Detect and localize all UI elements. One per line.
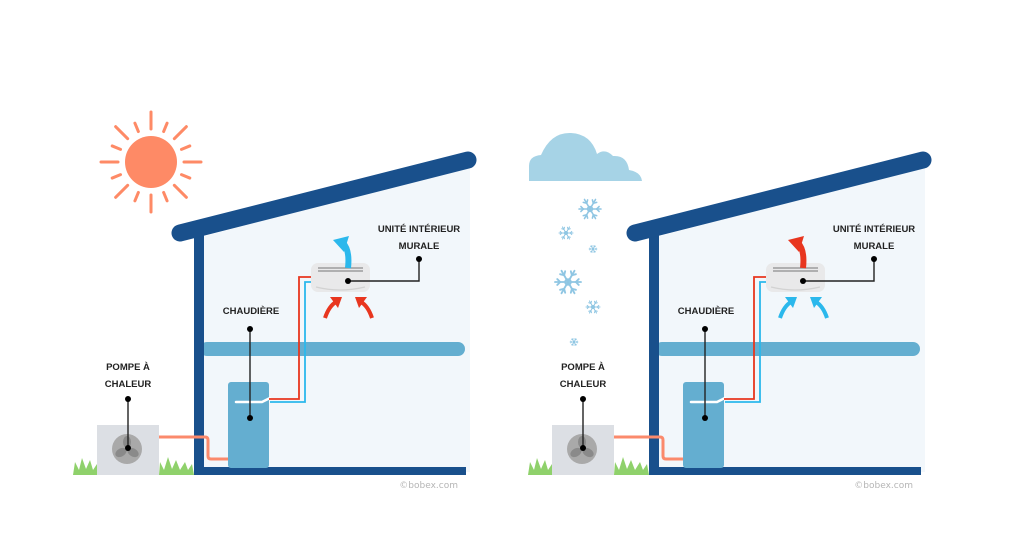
label-indoor-unit-line2: MURALE bbox=[854, 241, 895, 252]
house-roof bbox=[626, 151, 932, 242]
output-airflow-arrow-icon bbox=[788, 236, 807, 269]
indoor-wall-unit bbox=[311, 263, 370, 292]
label-boiler: CHAUDIÈRE bbox=[678, 306, 734, 317]
label-heat-pump-line1: POMPE À bbox=[106, 362, 150, 373]
grass bbox=[528, 457, 649, 475]
leader-dot bbox=[702, 326, 708, 332]
house-floor bbox=[649, 467, 921, 475]
panel-winter: UNITÉ INTÉRIEUR MURALE CHAUDIÈRE POMPE À CHA… bbox=[528, 132, 932, 491]
snowflake-icon bbox=[578, 198, 602, 220]
leader-dot bbox=[247, 326, 253, 332]
credit-text: ©bobex.com bbox=[399, 481, 458, 491]
pipe-red bbox=[269, 276, 312, 400]
floor-beam bbox=[655, 342, 920, 356]
intake-airflow-arrow-icon bbox=[323, 297, 342, 319]
house-wall bbox=[194, 232, 204, 475]
label-heat-pump-line1: POMPE À bbox=[561, 362, 605, 373]
pipe-blue bbox=[270, 281, 313, 403]
leader-dot bbox=[416, 256, 422, 262]
leader-dot bbox=[125, 396, 131, 402]
snowflake-icon bbox=[588, 245, 598, 253]
label-boiler: CHAUDIÈRE bbox=[223, 306, 279, 317]
pipe-pump-to-boiler bbox=[614, 435, 683, 461]
leader-dot bbox=[702, 415, 708, 421]
intake-airflow-arrow-icon bbox=[355, 297, 374, 319]
boiler bbox=[683, 382, 724, 468]
boiler bbox=[228, 382, 269, 468]
leader-indoor-unit bbox=[348, 259, 420, 282]
leader-dot bbox=[800, 278, 806, 284]
leader-dot bbox=[345, 278, 351, 284]
panel-summer: UNITÉ INTÉRIEUR MURALE CHAUDIÈRE POMPE À CHA… bbox=[73, 110, 477, 491]
label-indoor-unit-line2: MURALE bbox=[399, 241, 440, 252]
indoor-wall-unit bbox=[766, 263, 825, 292]
intake-airflow-arrow-icon bbox=[778, 297, 797, 319]
snowflake-icon bbox=[554, 269, 582, 295]
floor-beam bbox=[200, 342, 465, 356]
leader-dot bbox=[125, 445, 131, 451]
label-indoor-unit-line1: UNITÉ INTÉRIEUR bbox=[378, 224, 460, 235]
house-roof bbox=[171, 151, 477, 242]
label-heat-pump-line2: CHALEUR bbox=[560, 379, 607, 390]
pipe-red bbox=[724, 276, 767, 400]
label-heat-pump-line2: CHALEUR bbox=[105, 379, 152, 390]
leader-indoor-unit bbox=[803, 259, 875, 282]
label-indoor-unit-line1: UNITÉ INTÉRIEUR bbox=[833, 224, 915, 235]
credit-text: ©bobex.com bbox=[854, 481, 913, 491]
output-airflow-arrow-icon bbox=[333, 236, 352, 269]
sun-icon bbox=[99, 110, 203, 214]
leader-dot bbox=[871, 256, 877, 262]
leader-dot bbox=[247, 415, 253, 421]
boiler-handle bbox=[689, 396, 727, 404]
boiler-handle bbox=[234, 396, 272, 404]
pipe-pump-to-boiler bbox=[159, 435, 228, 461]
intake-airflow-arrow-icon bbox=[810, 297, 829, 319]
house-floor bbox=[194, 467, 466, 475]
snowflake-icon bbox=[585, 300, 601, 314]
leader-dot bbox=[580, 396, 586, 402]
snowflake-icon bbox=[569, 338, 579, 346]
cloud-icon bbox=[529, 132, 642, 181]
snowflake-icon bbox=[558, 226, 574, 240]
house-wall bbox=[649, 232, 659, 475]
leader-dot bbox=[580, 445, 586, 451]
pipe-blue bbox=[725, 281, 768, 403]
grass bbox=[73, 457, 194, 475]
